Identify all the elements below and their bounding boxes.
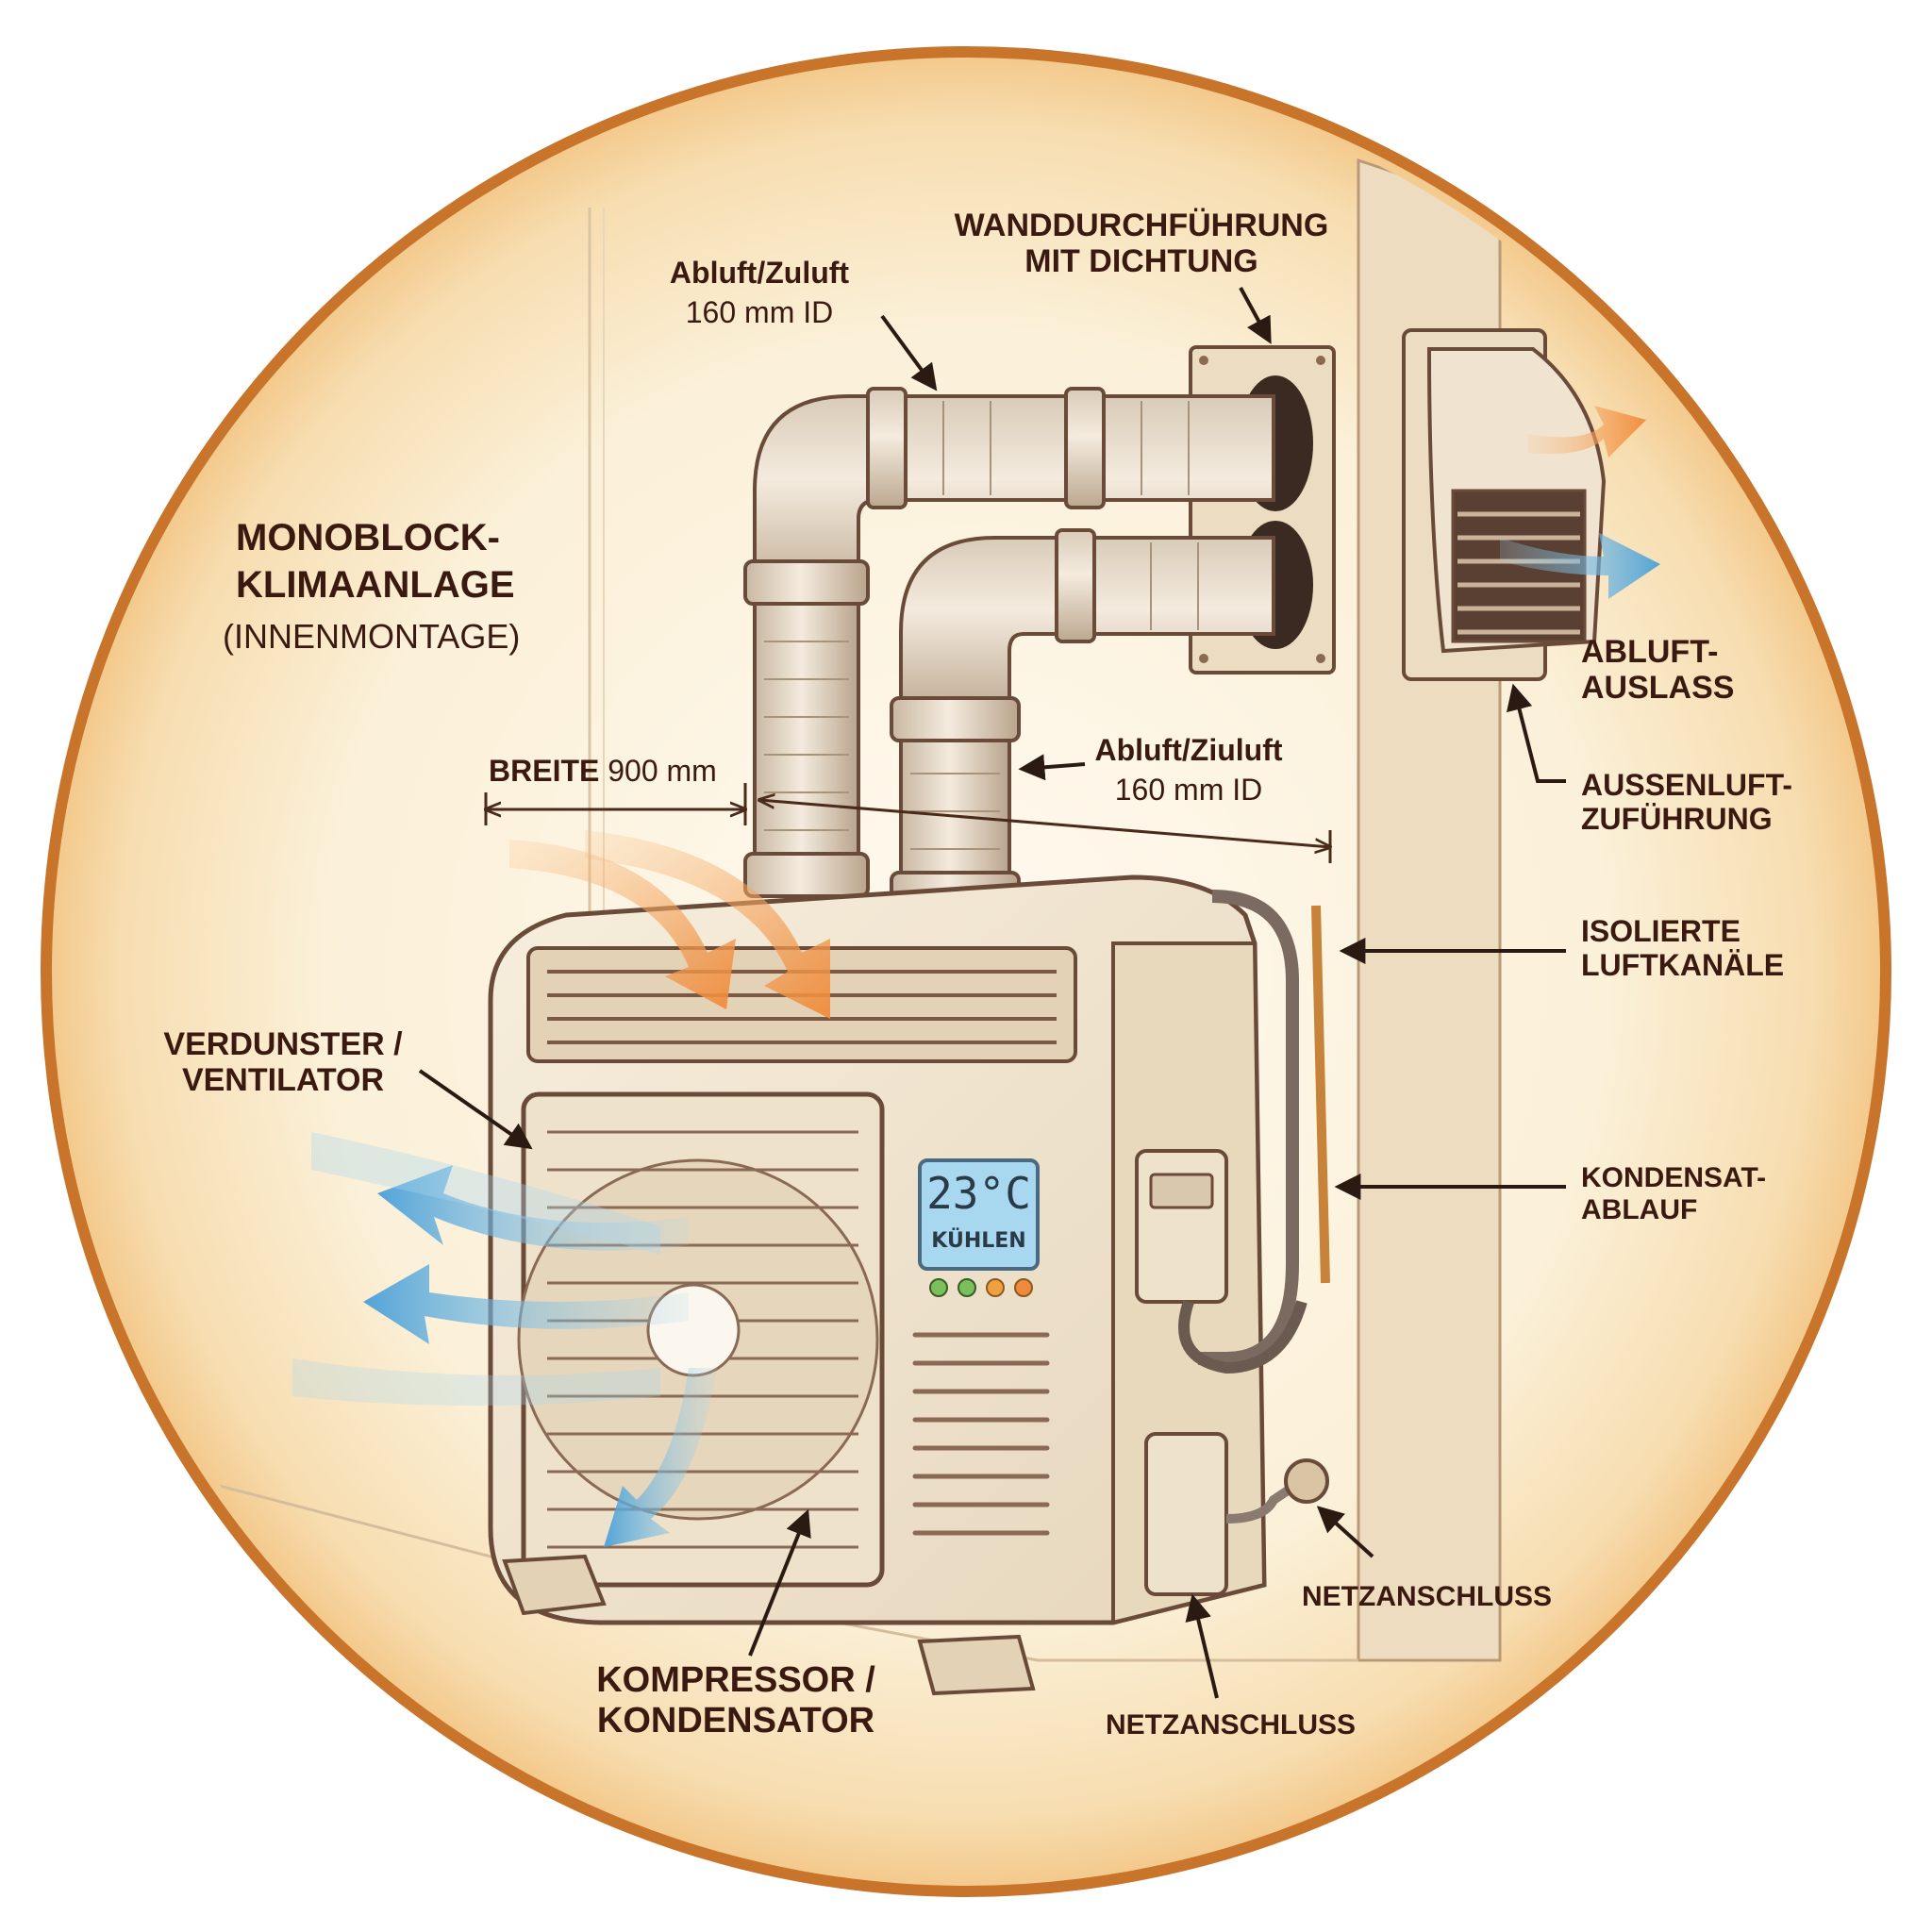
leader-verdunster (418, 1069, 533, 1150)
led-orange-2 (1014, 1278, 1033, 1297)
title-line-3: (INNENMONTAGE) (223, 617, 521, 656)
label-breite: BREITE 900 mm (489, 754, 717, 789)
cool-haze (311, 1132, 660, 1255)
label-aussenluft-line2: ZUFÜHRUNG (1581, 801, 1773, 836)
cool-outflow-arrow-3 (604, 1368, 717, 1547)
warm-inflow-arrow-1 (509, 840, 736, 1009)
leader-kompressor (748, 1508, 811, 1657)
label-netzanschluss-bottom: NETZANSCHLUSS (1106, 1709, 1357, 1740)
condensate-pipe (1311, 905, 1330, 1284)
label-kompressor-line1: KOMPRESSOR / (596, 1660, 875, 1700)
label-isolierte-line1: ISOLIERTE (1581, 914, 1740, 948)
display-temperature: 23°C (926, 1168, 1031, 1219)
label-isolierte: ISOLIERTE LUFTKANÄLE (1581, 914, 1785, 983)
label-breite-value: 900 mm (608, 754, 717, 788)
display-panel (918, 1158, 1040, 1271)
label-kompressor-line2: KONDENSATOR (596, 1700, 875, 1740)
label-verdunster-line1: VERDUNSTER / (163, 1026, 403, 1062)
label-kondensat-line2: ABLAUF (1581, 1193, 1698, 1225)
label-netzanschluss-right: NETZANSCHLUSS (1302, 1581, 1553, 1612)
lower-duct (890, 528, 1275, 922)
unit-feet (502, 1554, 1036, 1696)
led-green-1 (929, 1278, 948, 1297)
title-line-1: MONOBLOCK- (236, 517, 500, 558)
label-wanddurchfuehrung-line2: MIT DICHTUNG (1024, 243, 1258, 280)
duct-dimension-line (759, 800, 1330, 847)
warm-inflow-arrow-2 (585, 830, 830, 1019)
label-kompressor: KOMPRESSOR / KONDENSATOR (585, 1660, 887, 1740)
label-abluft-zuluft-top: Abluft/Zuluft 160 mm ID (651, 256, 868, 330)
display-mode: KÜHLEN (931, 1229, 1026, 1253)
label-abluft-zuluft-top-line2: 160 mm ID (685, 294, 834, 329)
power-cable (1225, 1476, 1305, 1524)
cool-outflow-arrow-1 (377, 1165, 689, 1251)
cool-outflow-arrow-2 (363, 1264, 689, 1344)
power-box (1144, 1432, 1228, 1596)
label-wanddurchfuehrung-line1: WANDDURCHFÜHRUNG (954, 208, 1329, 243)
outer-ring (41, 46, 1891, 1897)
cool-haze-2 (292, 1358, 660, 1406)
exhaust-hood (1402, 328, 1607, 681)
label-abluft-auslass-line1: ABLUFT- (1581, 634, 1719, 670)
insulated-pipes (1198, 890, 1299, 1365)
led-orange-1 (986, 1278, 1005, 1297)
led-green-2 (958, 1278, 976, 1297)
leader-lines (418, 287, 1566, 1699)
leader-wanddurchfuehrung (1239, 287, 1272, 344)
label-abluft-auslass-line2: AUSLASS (1581, 670, 1735, 707)
label-kondensat-line1: KONDENSAT- (1581, 1162, 1767, 1193)
label-verdunster-line2: VENTILATOR (181, 1062, 385, 1099)
control-cable (1178, 1300, 1307, 1374)
label-breite-word: BREITE (489, 754, 600, 788)
cool-exhaust-arrow (1500, 533, 1660, 599)
label-abluft-ziuluft-mid-line1: Abluft/Ziuluft (1094, 733, 1283, 767)
label-abluft-auslass: ABLUFT- AUSLASS (1581, 634, 1734, 706)
warm-exhaust-arrow (1528, 406, 1646, 458)
leader-abluft-mid (1018, 754, 1086, 781)
label-verdunster: VERDUNSTER / VENTILATOR (142, 1026, 425, 1098)
leader-netz-right (1316, 1506, 1374, 1558)
label-kondensat: KONDENSAT- ABLAUF (1581, 1162, 1766, 1225)
wall-socket (1284, 1458, 1329, 1504)
leader-netz-bottom (1185, 1593, 1219, 1699)
title-line-2: KLIMAANLAGE (236, 564, 515, 606)
label-aussenluft-line1: AUSSENLUFT- (1581, 768, 1792, 802)
label-abluft-zuluft-top-line1: Abluft/Zuluft (669, 256, 850, 290)
label-aussenluft: AUSSENLUFT- ZUFÜHRUNG (1581, 768, 1792, 837)
leader-aussenluft (1506, 683, 1566, 783)
label-isolierte-line2: LUFTKANÄLE (1581, 947, 1785, 982)
label-abluft-ziuluft-mid-line2: 160 mm ID (1114, 772, 1263, 807)
label-abluft-ziuluft-mid: Abluft/Ziuluft 160 mm ID (1075, 733, 1302, 808)
label-wanddurchfuehrung: WANDDURCHFÜHRUNG MIT DICHTUNG (943, 208, 1340, 279)
leader-abluft-top (880, 314, 938, 391)
